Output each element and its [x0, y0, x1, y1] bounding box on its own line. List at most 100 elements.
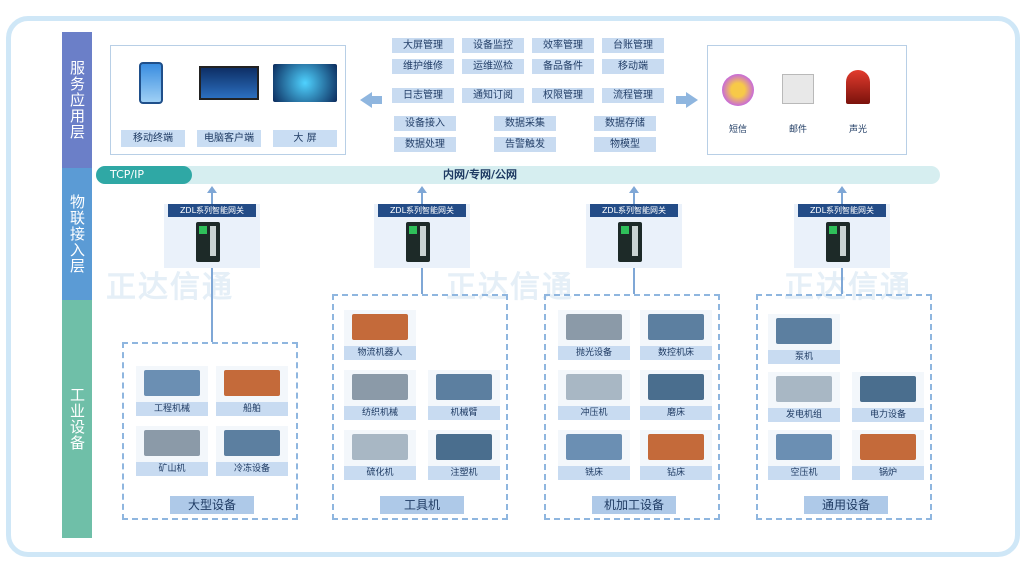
device-label: 铣床: [558, 466, 630, 480]
service-app-label: 大 屏: [273, 130, 337, 147]
watermark-3: 正达信通: [784, 270, 912, 305]
gateway-uplink[interactable]: [421, 188, 423, 204]
device-image-icon: [776, 434, 832, 460]
arrow-right-icon: [686, 92, 698, 108]
device-image-icon: [566, 374, 622, 400]
feature-item: 设备接入: [394, 116, 456, 131]
notification-label: 声光: [848, 125, 867, 135]
feature-item: 数据处理: [394, 137, 456, 152]
device-image-icon: [860, 434, 916, 460]
device-card: 钻床: [640, 430, 712, 480]
device-group-title: 大型设备: [170, 496, 254, 514]
feature-item: 台账管理: [602, 38, 664, 53]
gateway-uplink[interactable]: [633, 188, 635, 204]
device-image-icon: [224, 370, 280, 396]
feature-item: 备品备件: [532, 59, 594, 74]
desktop-monitor-icon: [199, 66, 259, 100]
notification-2: 邮件: [778, 66, 818, 136]
device-image-icon: [566, 434, 622, 460]
feature-item: 权限管理: [532, 88, 594, 103]
device-image-icon: [566, 314, 622, 340]
arrow-right-tail: [676, 96, 686, 104]
service-app-2: 电脑客户端: [195, 56, 263, 148]
gateway-uplink[interactable]: [841, 188, 843, 204]
gateway-1: ZDL系列智能网关: [164, 204, 260, 268]
device-card: 机械臂: [428, 370, 500, 420]
device-label: 船舶: [216, 402, 288, 416]
device-card: 矿山机: [136, 426, 208, 476]
gateway-uplink[interactable]: [211, 188, 213, 204]
gateway-downlink: [211, 268, 213, 342]
device-label: 钻床: [640, 466, 712, 480]
gateway-downlink: [841, 268, 843, 294]
feature-item: 设备监控: [462, 38, 524, 53]
device-label: 工程机械: [136, 402, 208, 416]
notification-label: 短信: [728, 125, 747, 135]
device-label: 泵机: [768, 350, 840, 364]
device-label: 注塑机: [428, 466, 500, 480]
device-label: 物流机器人: [344, 346, 416, 360]
gateway-device-icon: [618, 222, 642, 262]
feature-item: 数据采集: [494, 116, 556, 131]
notification-label: 邮件: [788, 125, 807, 135]
device-label: 电力设备: [852, 408, 924, 422]
uplink-arrow-icon: [837, 186, 847, 193]
gateway-downlink: [633, 268, 635, 294]
big-screen-icon: [273, 64, 337, 102]
device-image-icon: [436, 374, 492, 400]
service-app-1: 移动终端: [119, 56, 187, 148]
gateway-4: ZDL系列智能网关: [794, 204, 890, 268]
device-group-2: 工具机物流机器人纺织机械机械臂硫化机注塑机: [332, 294, 508, 520]
device-card: 发电机组: [768, 372, 840, 422]
device-image-icon: [648, 434, 704, 460]
watermark-2: 正达信通: [446, 270, 574, 305]
feature-item: 数据存储: [594, 116, 656, 131]
gateway-device-icon: [406, 222, 430, 262]
arrow-left-icon: [360, 92, 372, 108]
device-card: 硫化机: [344, 430, 416, 480]
feature-item: 物模型: [594, 137, 656, 152]
mail-icon: [782, 74, 814, 104]
device-image-icon: [776, 318, 832, 344]
device-card: 电力设备: [852, 372, 924, 422]
device-card: 工程机械: [136, 366, 208, 416]
device-image-icon: [144, 370, 200, 396]
device-image-icon: [436, 434, 492, 460]
device-label: 数控机床: [640, 346, 712, 360]
device-card: 磨床: [640, 370, 712, 420]
device-label: 纺织机械: [344, 406, 416, 420]
device-label: 冲压机: [558, 406, 630, 420]
device-image-icon: [648, 314, 704, 340]
alarm-light-icon: [846, 70, 870, 104]
device-label: 发电机组: [768, 408, 840, 422]
device-card: 冲压机: [558, 370, 630, 420]
notification-3: 声光: [838, 66, 878, 136]
gateway-device-icon: [826, 222, 850, 262]
layer-label-iot: 物联接入层: [62, 168, 92, 300]
device-label: 空压机: [768, 466, 840, 480]
layer-label-industrial: 工业设备: [62, 300, 92, 538]
device-label: 硫化机: [344, 466, 416, 480]
device-card: 纺织机械: [344, 370, 416, 420]
service-apps-box: 移动终端电脑客户端大 屏: [110, 45, 346, 155]
feature-grid: 大屏管理设备监控效率管理台账管理维护维修运维巡检备品备件移动端日志管理通知订阅权…: [392, 38, 672, 154]
device-image-icon: [860, 376, 916, 402]
diagram-frame: [6, 16, 1020, 557]
feature-item: 流程管理: [602, 88, 664, 103]
network-label: 内网/专网/公网: [442, 168, 518, 181]
device-image-icon: [144, 430, 200, 456]
gateway-device-icon: [196, 222, 220, 262]
gateway-downlink: [421, 268, 423, 294]
device-label: 锅炉: [852, 466, 924, 480]
layer-label-service: 服务应用层: [62, 32, 92, 168]
device-image-icon: [776, 376, 832, 402]
service-app-3: 大 屏: [271, 56, 339, 148]
device-group-title: 通用设备: [804, 496, 888, 514]
gateway-3: ZDL系列智能网关: [586, 204, 682, 268]
gateway-2: ZDL系列智能网关: [374, 204, 470, 268]
device-card: 铣床: [558, 430, 630, 480]
device-group-3: 机加工设备抛光设备数控机床冲压机磨床铣床钻床: [544, 294, 720, 520]
device-group-1: 大型设备工程机械船舶矿山机冷冻设备: [122, 342, 298, 520]
gateway-label: ZDL系列智能网关: [798, 204, 886, 217]
